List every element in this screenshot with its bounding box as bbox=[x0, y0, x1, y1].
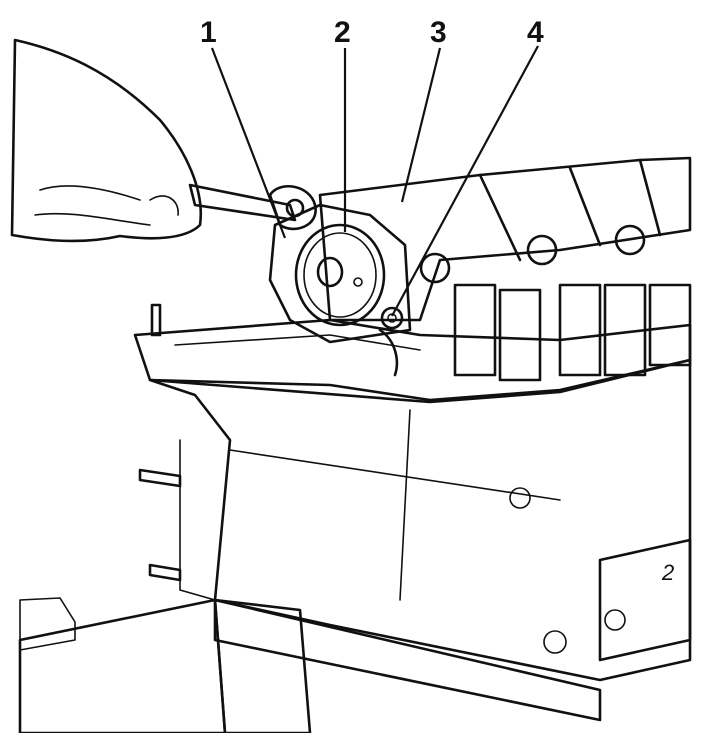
camshaft-sprocket bbox=[294, 223, 386, 327]
workbench bbox=[18, 597, 312, 733]
callout-1: 1 bbox=[200, 16, 217, 49]
callout-4: 4 bbox=[527, 16, 544, 49]
valve-springs bbox=[419, 224, 692, 382]
fastening-bolt bbox=[378, 306, 404, 377]
bearing-cover bbox=[268, 203, 412, 344]
wrench bbox=[188, 183, 317, 231]
head-nuts bbox=[419, 224, 646, 284]
leader-lines bbox=[210, 45, 539, 317]
studs bbox=[138, 303, 182, 582]
hand bbox=[10, 38, 203, 243]
head-flange bbox=[133, 318, 692, 404]
callout-2: 2 bbox=[334, 16, 351, 49]
camshaft-housing bbox=[318, 156, 692, 322]
callout-3: 3 bbox=[430, 16, 447, 49]
engraved-mark: 2 bbox=[661, 560, 674, 585]
cylinder-block bbox=[148, 358, 692, 722]
